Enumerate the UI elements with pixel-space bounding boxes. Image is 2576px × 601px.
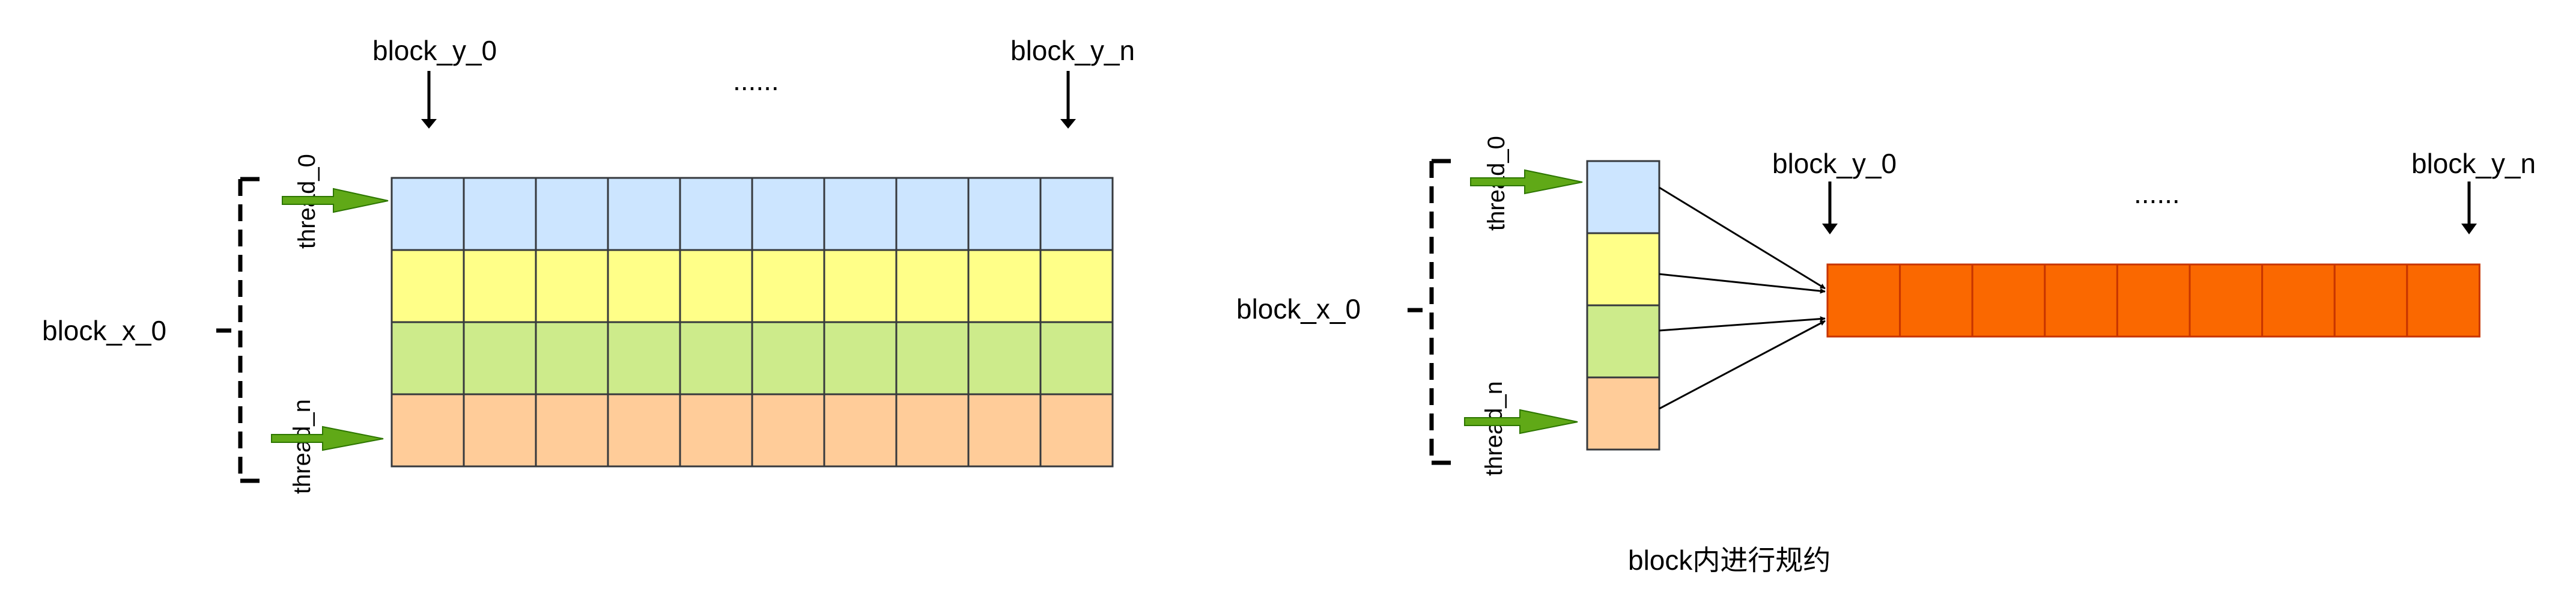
grid-cell	[679, 321, 753, 395]
right-label-block-y-0: block_y_0	[1772, 148, 1897, 179]
grid-cell	[751, 393, 825, 468]
result-cell	[2044, 263, 2118, 338]
right-panel: block_x_0 thread_0 thread_n block_y_0 ..…	[1236, 136, 2536, 576]
result-cell	[2116, 263, 2191, 338]
left-thread-n-arrow	[271, 426, 384, 451]
grid-cell	[1039, 249, 1114, 323]
grid-cell	[1039, 393, 1114, 468]
grid-cell	[895, 177, 970, 251]
grid-cell	[607, 321, 681, 395]
grid-cell	[463, 249, 537, 323]
grid-cell	[535, 393, 609, 468]
grid-cell	[679, 249, 753, 323]
result-cell	[2189, 263, 2264, 338]
grid-cell	[967, 321, 1042, 395]
grid-cell	[679, 393, 753, 468]
result-cell	[2261, 263, 2336, 338]
grid-cell	[390, 393, 465, 468]
grid-cell	[751, 321, 825, 395]
grid-cell	[967, 177, 1042, 251]
left-arrowhead-block-y-n	[1060, 119, 1076, 129]
result-cell	[1899, 263, 1973, 338]
grid-cell	[679, 177, 753, 251]
grid-cell	[751, 177, 825, 251]
left-label-block-y-n: block_y_n	[1010, 35, 1135, 66]
right-arrowhead-block-y-0	[1822, 224, 1838, 234]
grid-cell	[607, 393, 681, 468]
result-cell	[2333, 263, 2408, 338]
grid-cell	[390, 321, 465, 395]
grid-cell	[823, 177, 898, 251]
grid-cell	[535, 249, 609, 323]
grid-cell	[463, 393, 537, 468]
grid-cell	[967, 249, 1042, 323]
grid-cell	[751, 249, 825, 323]
grid-cell	[895, 249, 970, 323]
left-panel: block_y_0 ...... block_y_n block_x_0 thr…	[42, 35, 1135, 494]
result-cell	[2406, 263, 2480, 338]
right-arrowhead-block-y-n	[2461, 224, 2477, 234]
left-label-thread-n: thread_n	[289, 399, 315, 494]
grid-cell	[823, 393, 898, 468]
left-label-block-y-0: block_y_0	[372, 35, 497, 66]
right-thread-n-arrow	[1464, 409, 1578, 435]
grid-cell	[535, 321, 609, 395]
thread-cell	[1586, 232, 1660, 307]
right-caption: block内进行规约	[1628, 545, 1830, 576]
left-ellipsis: ......	[733, 65, 779, 96]
right-thread-0-arrow	[1470, 169, 1583, 195]
right-result-strip	[1826, 263, 2480, 338]
right-label-block-y-n: block_y_n	[2411, 148, 2536, 179]
grid-cell	[823, 249, 898, 323]
thread-cell	[1586, 376, 1660, 451]
grid-cell	[1039, 177, 1114, 251]
grid-cell	[607, 177, 681, 251]
right-label-thread-n: thread_n	[1481, 381, 1507, 476]
left-grid	[390, 177, 1114, 468]
grid-cell	[895, 321, 970, 395]
reduce-arrow-row-3	[1659, 320, 1826, 410]
reduce-arrow-row-2	[1659, 316, 1826, 332]
grid-cell	[823, 321, 898, 395]
right-thread-column	[1586, 160, 1660, 451]
right-ellipsis: ......	[2134, 178, 2180, 209]
grid-cell	[390, 249, 465, 323]
left-arrowhead-block-y-0	[421, 119, 437, 129]
thread-cell	[1586, 160, 1660, 234]
grid-cell	[607, 249, 681, 323]
left-label-block-x-0: block_x_0	[42, 315, 166, 346]
grid-cell	[895, 393, 970, 468]
reduce-arrow-row-0	[1659, 186, 1826, 290]
result-cell	[1826, 263, 1901, 338]
grid-cell	[1039, 321, 1114, 395]
right-label-block-x-0: block_x_0	[1236, 293, 1361, 325]
result-cell	[1971, 263, 2046, 338]
grid-cell	[967, 393, 1042, 468]
grid-cell	[463, 321, 537, 395]
reduce-arrow-row-1	[1659, 273, 1826, 294]
grid-cell	[463, 177, 537, 251]
grid-cell	[535, 177, 609, 251]
grid-cell	[390, 177, 465, 251]
left-thread-0-arrow	[282, 188, 389, 213]
thread-cell	[1586, 304, 1660, 379]
